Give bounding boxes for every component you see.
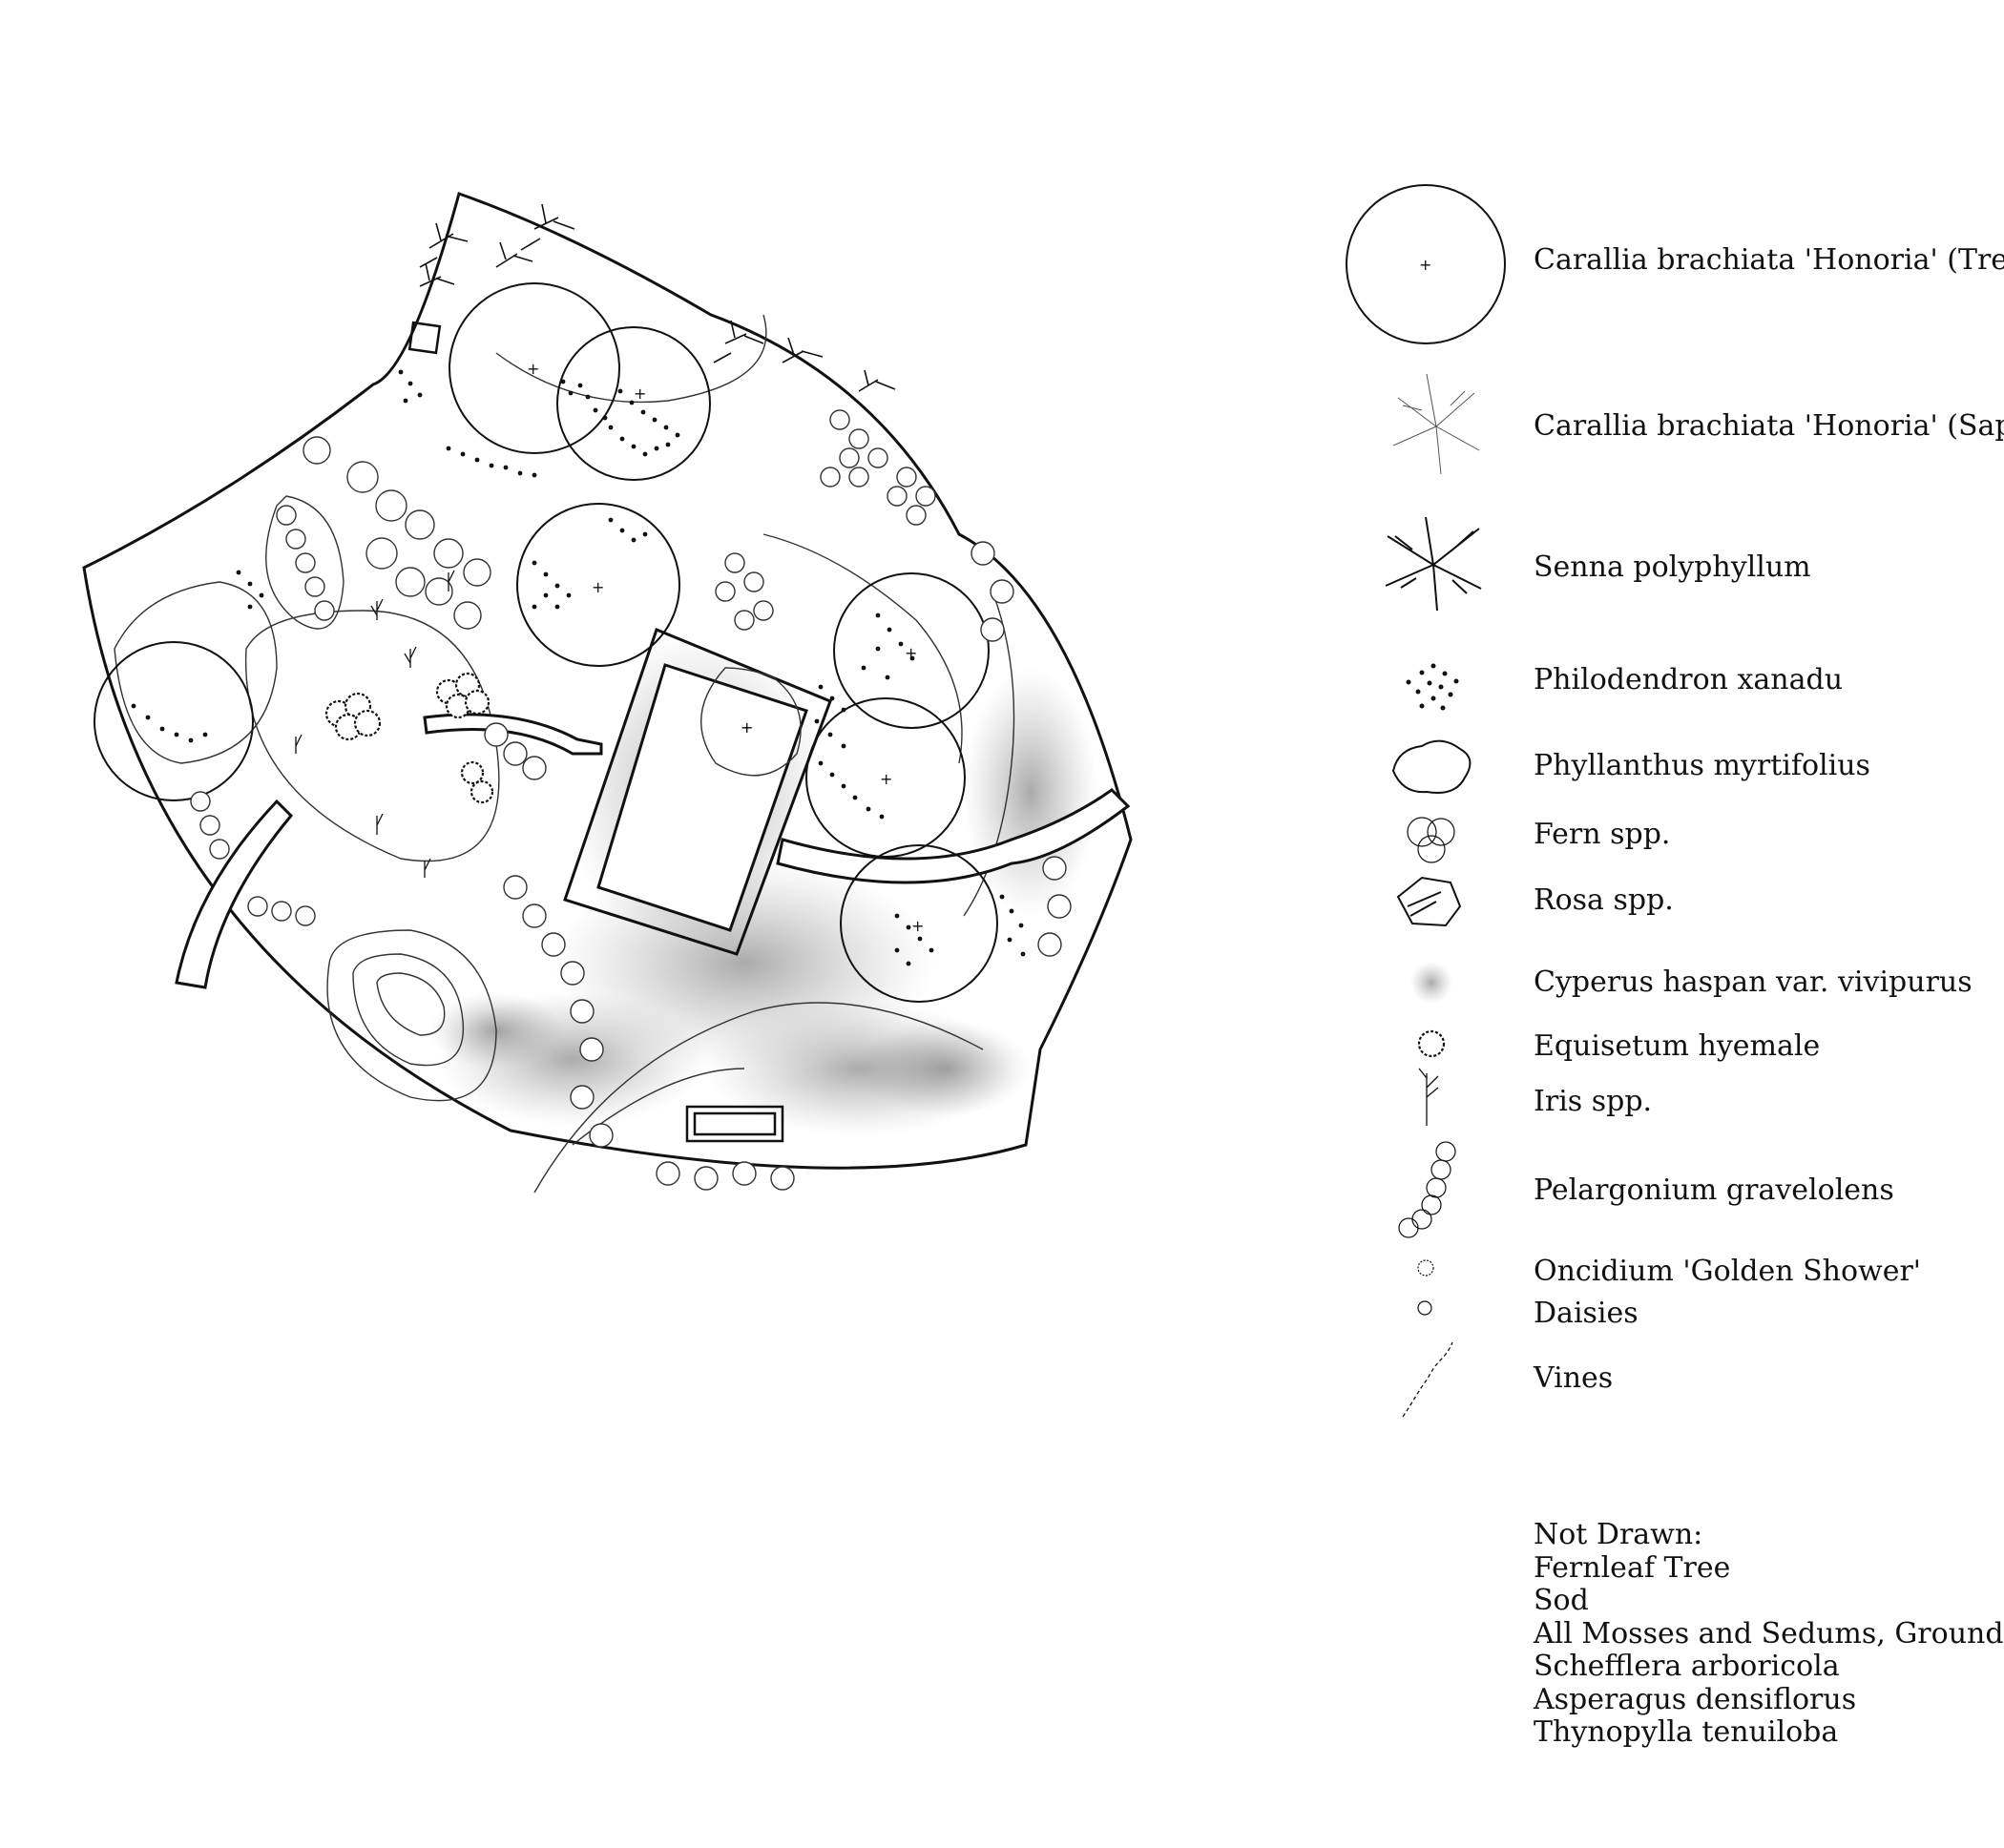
philodendron-dots <box>131 369 1026 966</box>
legend-label-iris: Iris spp. <box>1534 1085 1653 1118</box>
central-pond: + <box>563 628 832 956</box>
shrub-circle-clusters <box>190 409 1072 1191</box>
small-box <box>407 321 442 355</box>
svg-text:+: + <box>741 718 753 737</box>
legend-label-phyllanthus: Phyllanthus myrtifolius <box>1534 749 1870 782</box>
legend-label-carallia-trees: Carallia brachiata 'Honoria' (Trees) <box>1534 243 2004 277</box>
not-drawn-item: Sod <box>1534 1584 1589 1617</box>
iris-marks <box>295 570 455 878</box>
planting-bed-lines <box>114 314 1015 1194</box>
not-drawn-item: Schefflera arboricola <box>1534 1650 1840 1683</box>
groundcover-stipple <box>429 668 1097 1135</box>
legend-label-fern: Fern spp. <box>1534 818 1671 851</box>
legend-label-pelargonium: Pelargonium gravelolens <box>1534 1173 1894 1207</box>
senna-branches <box>419 203 896 392</box>
not-drawn-list: Not Drawn: Fernleaf Tree Sod All Mosses … <box>1534 1518 2004 1750</box>
svg-text:+: + <box>527 360 539 378</box>
legend-label-senna: Senna polyphyllum <box>1534 550 1811 584</box>
not-drawn-item: All Mosses and Sedums, Groundcovers <box>1534 1616 2004 1651</box>
site-boundary <box>82 192 1133 1170</box>
not-drawn-item: Thynopylla tenuiloba <box>1534 1715 1839 1749</box>
svg-text:+: + <box>911 917 924 935</box>
tree-center-marks: + + + + + + <box>527 360 924 935</box>
legend-symbols: + <box>1346 184 1506 1418</box>
legend-label-cyperus: Cyperus haspan var. vivipurus <box>1534 966 1973 999</box>
svg-text:+: + <box>880 770 892 788</box>
legend-label-equisetum: Equisetum hyemale <box>1534 1029 1821 1063</box>
legend-label-daisies: Daisies <box>1534 1297 1639 1330</box>
legend-label-oncidium: Oncidium 'Golden Shower' <box>1534 1255 1922 1288</box>
legend-label-carallia-saplings: Carallia brachiata 'Honoria' (Saplings) <box>1534 409 2004 443</box>
legend-label-rosa: Rosa spp. <box>1534 883 1674 917</box>
legend-label-philodendron: Philodendron xanadu <box>1534 663 1844 696</box>
not-drawn-item: Fernleaf Tree <box>1534 1550 1731 1585</box>
svg-text:+: + <box>592 578 604 596</box>
equisetum-clusters <box>324 672 494 804</box>
bench <box>685 1105 784 1143</box>
svg-text:+: + <box>634 384 646 403</box>
tree-canopies <box>94 282 998 1003</box>
legend-label-vines: Vines <box>1534 1361 1614 1395</box>
svg-text:+: + <box>1419 256 1431 274</box>
not-drawn-heading: Not Drawn: <box>1534 1518 1703 1551</box>
not-drawn-item: Asperagus densiflorus <box>1534 1682 1857 1716</box>
